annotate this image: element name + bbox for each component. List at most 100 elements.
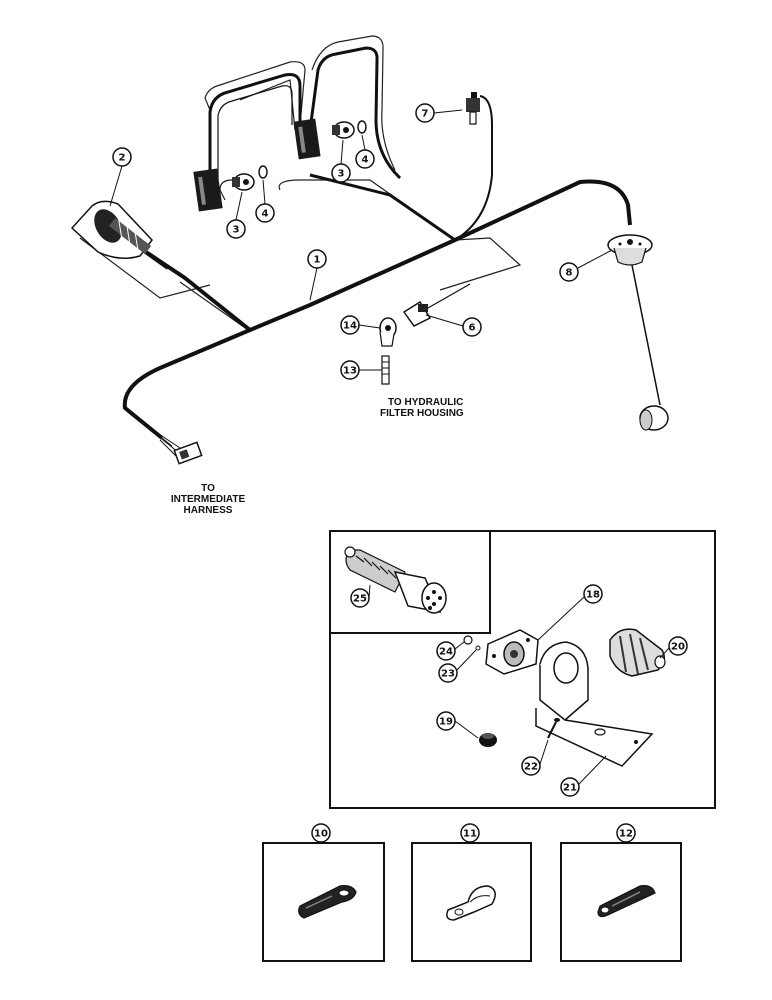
callout-c13: 13 <box>340 360 360 380</box>
intermediate-harness-label: TO INTERMEDIATE HARNESS <box>171 483 246 516</box>
hydraulic-filter-label: TO HYDRAULIC FILTER HOUSING <box>380 397 464 419</box>
callout-number: 25 <box>353 594 367 605</box>
callout-circle <box>436 711 456 731</box>
callout-c24: 24 <box>436 641 456 661</box>
callout-number: 14 <box>343 321 357 332</box>
callout-c11: 11 <box>460 823 480 843</box>
callout-number: 23 <box>441 669 455 680</box>
main-harness <box>79 35 632 440</box>
callout-c6: 6 <box>462 317 482 337</box>
screw-part-22 <box>547 718 560 739</box>
clip-box-part-11 <box>411 842 532 962</box>
callout-circle <box>340 360 360 380</box>
callout-circle <box>255 203 275 223</box>
callout-circle <box>112 147 132 167</box>
callout-number: 22 <box>524 762 538 773</box>
callout-c22: 22 <box>521 756 541 776</box>
nut-part-24 <box>463 635 473 645</box>
terminal-box-part-10 <box>262 842 385 962</box>
intermediate-harness-plug <box>155 431 203 465</box>
callout-circle <box>462 317 482 337</box>
callout-circle <box>436 641 456 661</box>
callout-number: 3 <box>338 169 345 180</box>
callout-c3b: 3 <box>331 163 351 183</box>
trailer-plug-part-25 <box>344 546 447 614</box>
switch-connectors <box>193 118 321 212</box>
elbow-fitting-part-14 <box>379 317 397 347</box>
callout-number: 21 <box>563 783 577 794</box>
callout-number: 8 <box>566 268 573 279</box>
callout-c4b: 4 <box>355 149 375 169</box>
callout-circle <box>521 756 541 776</box>
terminal-box-part-12 <box>560 842 682 962</box>
callout-circle <box>460 823 480 843</box>
callout-c1: 1 <box>307 249 327 269</box>
callout-circle <box>583 584 603 604</box>
grommet-part-19 <box>479 733 497 747</box>
callout-circle <box>668 636 688 656</box>
boot-part-20 <box>609 628 666 677</box>
nipple-fitting-part-13 <box>381 355 390 385</box>
washer-part-4-b <box>357 120 367 134</box>
callout-c10: 10 <box>311 823 331 843</box>
callout-circle <box>355 149 375 169</box>
callout-circle <box>350 588 370 608</box>
callout-c4a: 4 <box>255 203 275 223</box>
callout-number: 19 <box>439 717 453 728</box>
callout-circle <box>226 219 246 239</box>
intermediate-label-line-1: TO <box>201 483 215 494</box>
callout-number: 7 <box>422 109 429 120</box>
callout-number: 2 <box>119 153 126 164</box>
callout-circle <box>307 249 327 269</box>
callout-number: 4 <box>262 209 269 220</box>
callout-circle <box>559 262 579 282</box>
callout-c23: 23 <box>438 663 458 683</box>
callout-c25: 25 <box>350 588 370 608</box>
callout-number: 1 <box>314 255 321 266</box>
socket-part-18 <box>485 629 539 675</box>
callout-circle <box>438 663 458 683</box>
callout-number: 24 <box>439 647 453 658</box>
callout-number: 13 <box>343 366 357 377</box>
sender-switch-part-3-b <box>332 121 355 139</box>
mounting-bracket-part-21 <box>535 641 654 767</box>
callout-number: 4 <box>362 155 369 166</box>
callout-number: 3 <box>233 225 240 236</box>
connector-boot-part-2 <box>70 200 153 259</box>
callout-circle <box>560 777 580 797</box>
inset-trailer-socket-box <box>329 530 716 809</box>
hydraulic-label-line-1: TO HYDRAULIC <box>388 397 463 408</box>
leader-lines <box>109 109 670 843</box>
callout-number: 10 <box>314 829 328 840</box>
washer-part-4-a <box>258 165 268 179</box>
callout-c2: 2 <box>112 147 132 167</box>
callout-c7: 7 <box>415 103 435 123</box>
callout-circle <box>311 823 331 843</box>
callout-c21: 21 <box>560 777 580 797</box>
intermediate-label-line-3: HARNESS <box>184 505 233 516</box>
sender-switch-part-3-a <box>232 173 255 191</box>
callout-number: 18 <box>586 590 600 601</box>
callout-c19: 19 <box>436 711 456 731</box>
callout-number: 12 <box>619 829 633 840</box>
intermediate-label-line-2: INTERMEDIATE <box>171 494 246 505</box>
sender-part-6 <box>402 283 471 327</box>
sender-part-7 <box>466 92 480 125</box>
callout-c18: 18 <box>583 584 603 604</box>
callout-circle <box>616 823 636 843</box>
callout-circle <box>340 315 360 335</box>
washer-part-23 <box>475 645 481 651</box>
callout-c3a: 3 <box>226 219 246 239</box>
hydraulic-label-line-2: FILTER HOUSING <box>380 408 464 419</box>
callout-circle <box>415 103 435 123</box>
callout-number: 20 <box>671 642 685 653</box>
callout-number: 6 <box>469 323 476 334</box>
callout-c8: 8 <box>559 262 579 282</box>
callout-number: 11 <box>463 829 477 840</box>
fuel-sender-part-8 <box>607 234 669 431</box>
callout-c14: 14 <box>340 315 360 335</box>
callout-c12: 12 <box>616 823 636 843</box>
callout-circle <box>331 163 351 183</box>
